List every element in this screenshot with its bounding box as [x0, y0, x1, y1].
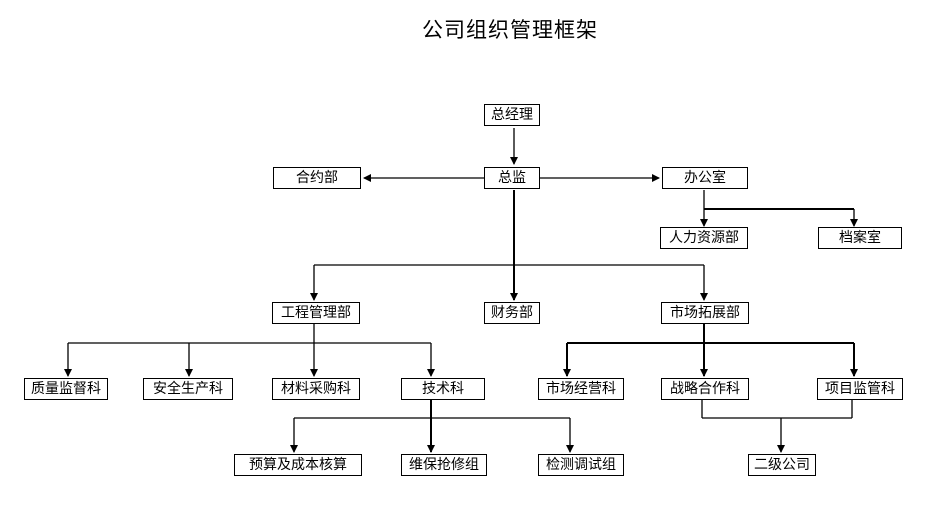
node-safety-section[interactable]: 安全生产科 [143, 378, 233, 400]
node-materials-section[interactable]: 材料采购科 [272, 378, 360, 400]
node-market-dev-dept[interactable]: 市场拓展部 [661, 302, 749, 324]
node-hr-dept[interactable]: 人力资源部 [660, 227, 748, 249]
node-engineering-dept[interactable]: 工程管理部 [272, 302, 360, 324]
node-budget-group[interactable]: 预算及成本核算 [234, 454, 362, 476]
node-project-supervision-section[interactable]: 项目监管科 [817, 378, 903, 400]
node-maintenance-group[interactable]: 维保抢修组 [401, 454, 487, 476]
node-quality-section[interactable]: 质量监督科 [24, 378, 108, 400]
node-subsidiary-company[interactable]: 二级公司 [748, 454, 816, 476]
node-office[interactable]: 办公室 [662, 167, 748, 189]
node-market-ops-section[interactable]: 市场经营科 [538, 378, 624, 400]
node-general-manager[interactable]: 总经理 [484, 104, 540, 126]
node-director[interactable]: 总监 [484, 167, 540, 189]
node-finance-dept[interactable]: 财务部 [484, 302, 540, 324]
node-testing-group[interactable]: 检测调试组 [538, 454, 624, 476]
node-archive-room[interactable]: 档案室 [818, 227, 902, 249]
node-contract-dept[interactable]: 合约部 [273, 167, 361, 189]
node-tech-section[interactable]: 技术科 [401, 378, 485, 400]
node-strategy-section[interactable]: 战略合作科 [661, 378, 749, 400]
chart-title: 公司组织管理框架 [422, 18, 598, 42]
